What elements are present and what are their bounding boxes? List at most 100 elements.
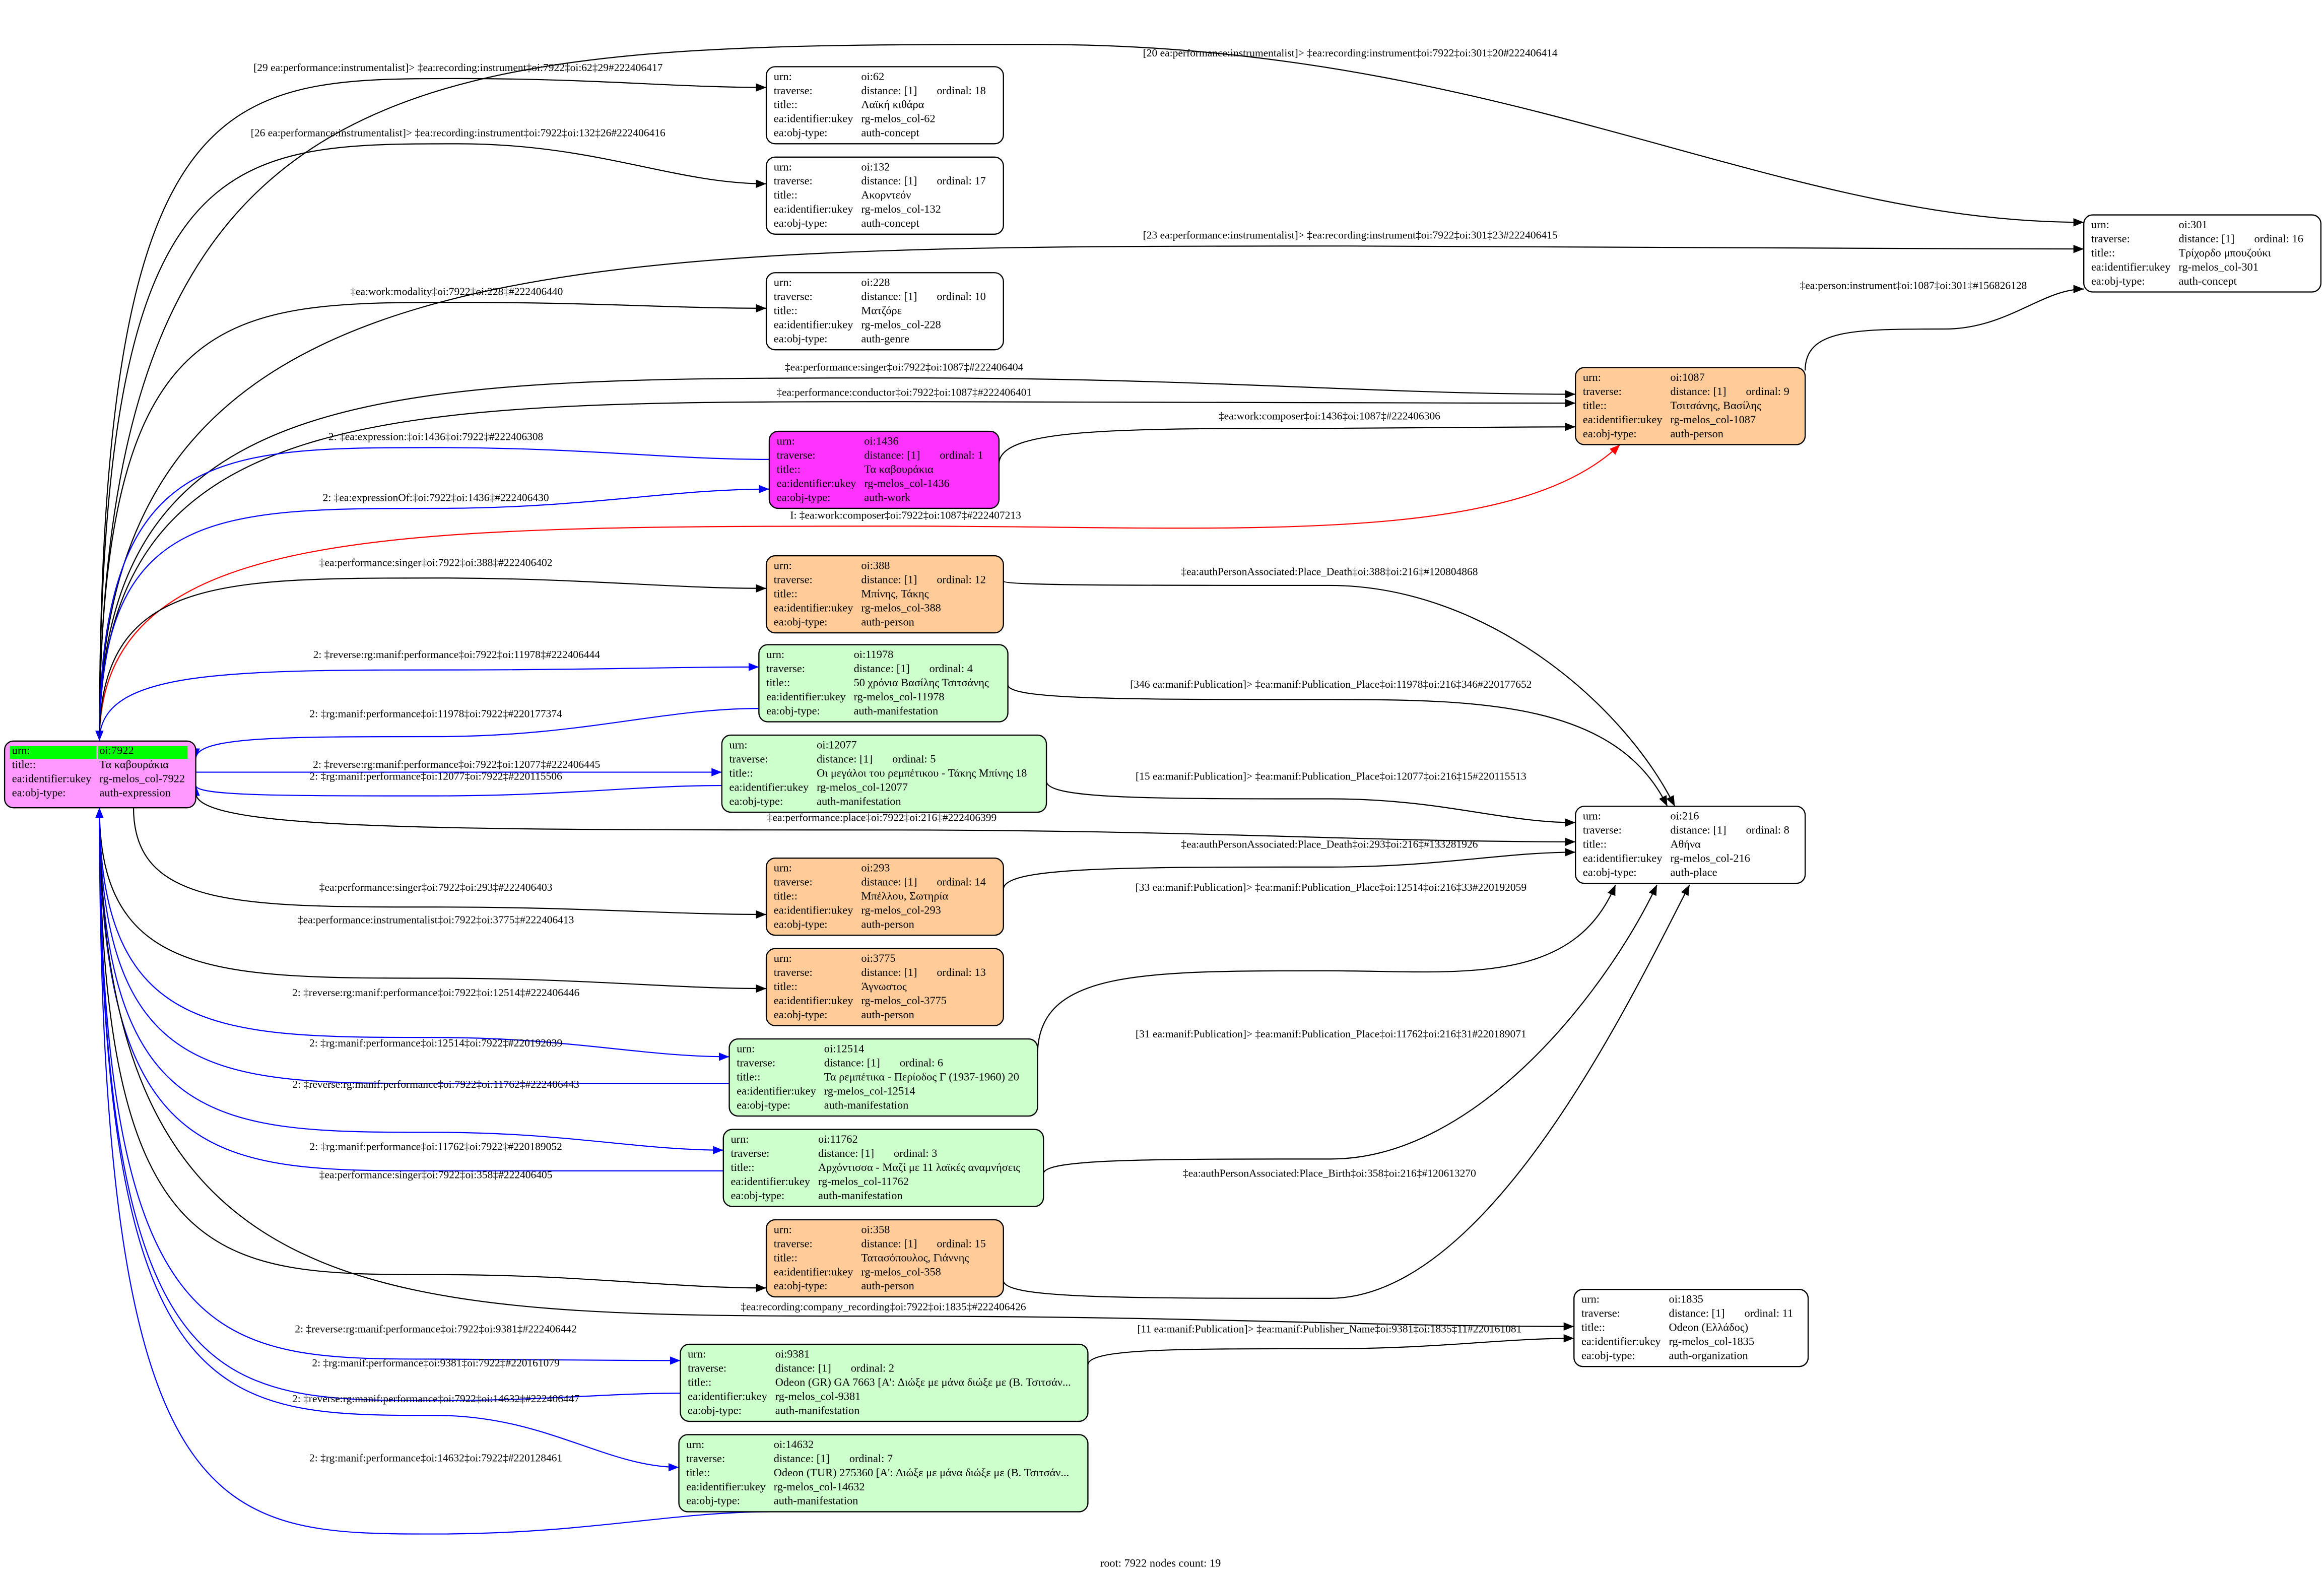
row-value-distance: distance: [1] <box>861 573 917 586</box>
row-label-obj_type: ea:obj-type: <box>766 704 820 717</box>
row-value-title: Τα καβουράκια <box>864 463 934 475</box>
row-label-traverse: traverse: <box>774 290 813 303</box>
edge: ‡ea:performance:singer‡oi:7922‡oi:358‡#2… <box>99 808 767 1292</box>
row-value-obj_type: auth-manifestation <box>817 795 901 807</box>
edge-label: 2: ‡reverse:rg:manif:performance‡oi:7922… <box>292 987 579 999</box>
row-label-traverse: traverse: <box>774 876 813 888</box>
node-box <box>765 272 1004 351</box>
root-highlight <box>98 746 188 759</box>
row-value-title: Τρίχορδο μπουζούκι <box>2178 246 2271 259</box>
row-value-distance: distance: [1] <box>1670 385 1726 398</box>
row-value-distance: distance: [1] <box>775 1361 831 1374</box>
row-label-ukey: ea:identifier:ukey <box>12 772 92 785</box>
row-label-traverse: traverse: <box>766 662 805 675</box>
node-box <box>758 644 1009 723</box>
row-label-urn: urn: <box>1581 1293 1600 1305</box>
row-label-traverse: traverse: <box>737 1056 775 1069</box>
edge: ‡ea:person:instrument‡oi:1087‡oi:301‡#15… <box>1800 280 2084 371</box>
edge: 2: ‡reverse:rg:manif:performance‡oi:7922… <box>99 648 759 741</box>
node-box <box>680 1343 1089 1422</box>
row-value-urn: oi:14632 <box>774 1438 814 1451</box>
edge-label: ‡ea:performance:singer‡oi:7922‡oi:1087‡#… <box>785 361 1024 373</box>
row-value-urn: oi:11762 <box>818 1133 858 1145</box>
row-value-distance: distance: [1] <box>774 1452 830 1465</box>
row-label-title: title:: <box>774 980 798 993</box>
row-value-title: Αρχόντισσα - Μαζί με 11 λαϊκές αναμνήσει… <box>818 1161 1020 1173</box>
edge-label: [23 ea:performance:instrumentalist]> ‡ea… <box>1143 229 1558 241</box>
row-label-ukey: ea:identifier:ukey <box>2091 260 2171 273</box>
row-value-title: Αθήνα <box>1670 838 1701 850</box>
node-box <box>678 1434 1089 1513</box>
row-value-obj_type: auth-person <box>861 1008 914 1021</box>
row-value-obj_type: auth-concept <box>861 126 919 139</box>
edge: ‡ea:authPersonAssociated:Place_Death‡oi:… <box>1003 565 1676 807</box>
row-value-obj_type: auth-manifestation <box>818 1189 903 1202</box>
row-value-title: Τσιτσάνης, Βασίλης <box>1670 399 1761 412</box>
row-value-title: Odeon (GR) GA 7663 [A': Διώξε με μάνα δι… <box>775 1375 1071 1388</box>
edge-label: 2: ‡rg:manif:performance‡oi:14632‡oi:792… <box>309 1452 562 1464</box>
node-box <box>765 156 1004 235</box>
row-value-ordinal: ordinal: 4 <box>929 662 973 675</box>
edge-line <box>99 44 2084 741</box>
edge: I: ‡ea:work:composer‡oi:7922‡oi:1087‡#22… <box>99 444 1621 741</box>
edge-label: ‡ea:performance:singer‡oi:7922‡oi:293‡#2… <box>319 881 553 893</box>
row-value-title: Λαϊκή κιθάρα <box>861 98 924 111</box>
row-value-urn: oi:3775 <box>861 952 895 964</box>
row-value-ukey: rg-melos_col-1835 <box>1669 1335 1755 1348</box>
row-value-urn: oi:216 <box>1670 810 1699 822</box>
row-label-ukey: ea:identifier:ukey <box>774 318 853 331</box>
edge-line <box>132 808 767 919</box>
edge-label: 2: ‡rg:manif:performance‡oi:11762‡oi:792… <box>309 1141 562 1153</box>
row-label-obj_type: ea:obj-type: <box>688 1404 742 1416</box>
row-label-title: title:: <box>2091 246 2115 259</box>
node-box <box>765 858 1004 936</box>
node-box <box>1573 1289 1809 1367</box>
edge: ‡ea:performance:singer‡oi:7922‡oi:1087‡#… <box>99 361 1576 741</box>
edge-label: 2: ‡reverse:rg:manif:performance‡oi:7922… <box>313 758 600 770</box>
row-label-urn: urn: <box>774 952 792 964</box>
edge: ‡ea:authPersonAssociated:Place_Birth‡oi:… <box>1003 884 1690 1299</box>
row-value-title: Άγνωστος <box>861 980 906 993</box>
edge-line <box>191 707 759 759</box>
row-value-distance: distance: [1] <box>817 752 873 765</box>
row-label-ukey: ea:identifier:ukey <box>774 203 853 215</box>
row-value-urn: oi:12077 <box>817 739 856 751</box>
edge-line <box>99 808 1574 1331</box>
row-label-title: title:: <box>731 1161 754 1173</box>
edge: 2: ‡rg:manif:performance‡oi:12514‡oi:792… <box>95 808 729 1084</box>
edge-label: 2: ‡reverse:rg:manif:performance‡oi:7922… <box>295 1323 576 1335</box>
row-label-urn: urn: <box>1583 371 1601 383</box>
root-highlight <box>10 746 97 759</box>
row-label-title: title:: <box>737 1070 760 1083</box>
row-label-urn: urn: <box>731 1133 749 1145</box>
edge-line <box>99 808 767 993</box>
edge-line <box>95 447 769 741</box>
row-value-urn: oi:7922 <box>99 744 134 757</box>
row-label-traverse: traverse: <box>777 448 816 461</box>
row-value-ordinal: ordinal: 13 <box>937 966 985 978</box>
row-value-urn: oi:358 <box>861 1223 890 1235</box>
row-label-obj_type: ea:obj-type: <box>774 1279 828 1292</box>
edge: ‡ea:work:modality‡oi:7922‡oi:228‡#222406… <box>99 285 767 741</box>
row-label-ukey: ea:identifier:ukey <box>729 780 809 793</box>
